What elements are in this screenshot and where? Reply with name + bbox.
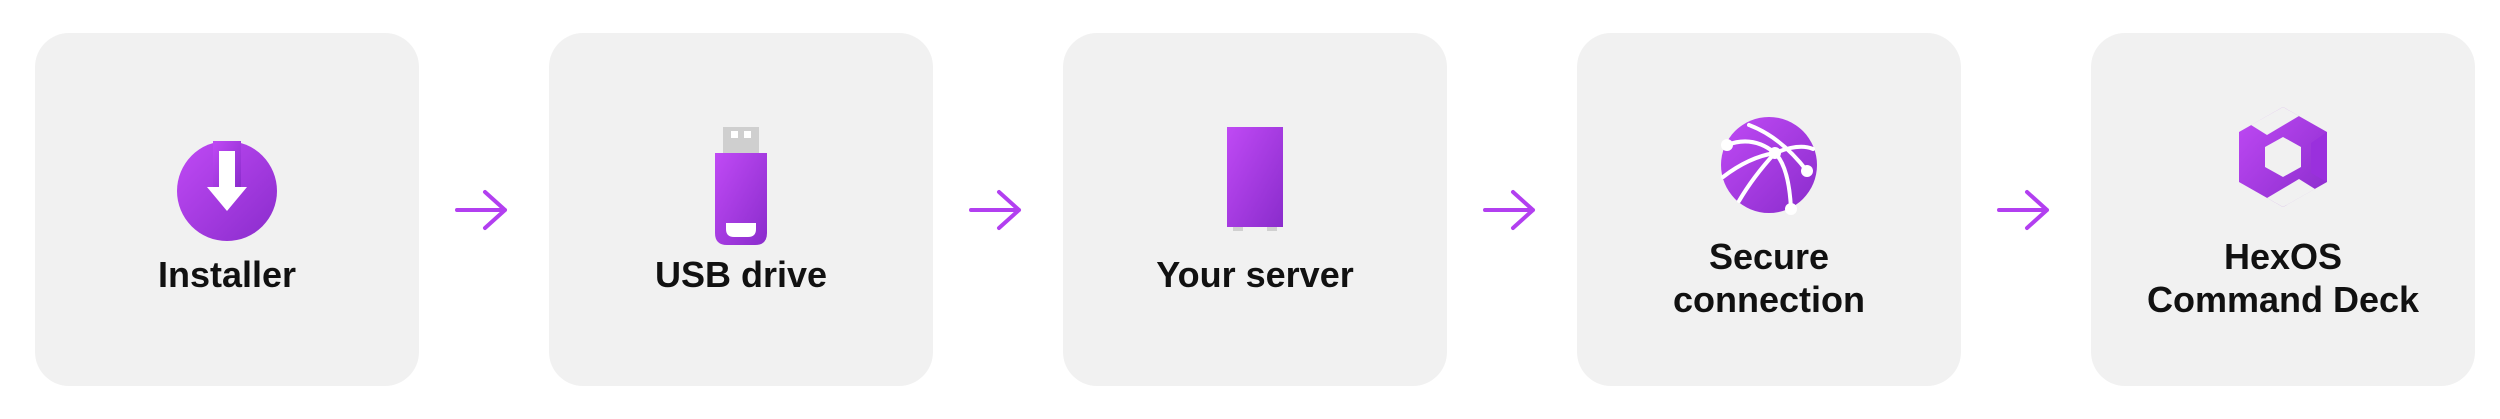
arrow-right-icon	[969, 186, 1025, 234]
step-your-server-card: Your server	[1063, 33, 1447, 386]
usb-drive-icon	[681, 127, 801, 247]
step-label-line: USB drive	[654, 254, 828, 295]
step-label: HexOS Command Deck	[2091, 235, 2475, 321]
step-label: USB drive	[549, 253, 933, 296]
step-label-line: connection	[1672, 279, 1865, 320]
step-hexos-command-deck-card: HexOS Command Deck	[2091, 33, 2475, 386]
step-installer-card: Installer	[35, 33, 419, 386]
step-label-line: HexOS	[2223, 236, 2343, 277]
hexos-logo-icon	[2223, 103, 2343, 223]
step-label: Installer	[35, 253, 419, 296]
server-icon	[1195, 127, 1315, 247]
step-label-line: Command Deck	[2146, 279, 2420, 320]
globe-network-icon	[1709, 113, 1829, 233]
step-secure-connection-card: Secure connection	[1577, 33, 1961, 386]
step-label-line: Secure	[1708, 236, 1830, 277]
step-label-line: Your server	[1156, 254, 1354, 295]
arrow-right-icon	[1483, 186, 1539, 234]
arrow-right-icon	[455, 186, 511, 234]
download-circle-icon	[167, 127, 287, 247]
step-usb-drive-card: USB drive	[549, 33, 933, 386]
arrow-right-icon	[1997, 186, 2053, 234]
step-label-line: Installer	[157, 254, 297, 295]
step-label: Your server	[1063, 253, 1447, 296]
step-label: Secure connection	[1577, 235, 1961, 321]
